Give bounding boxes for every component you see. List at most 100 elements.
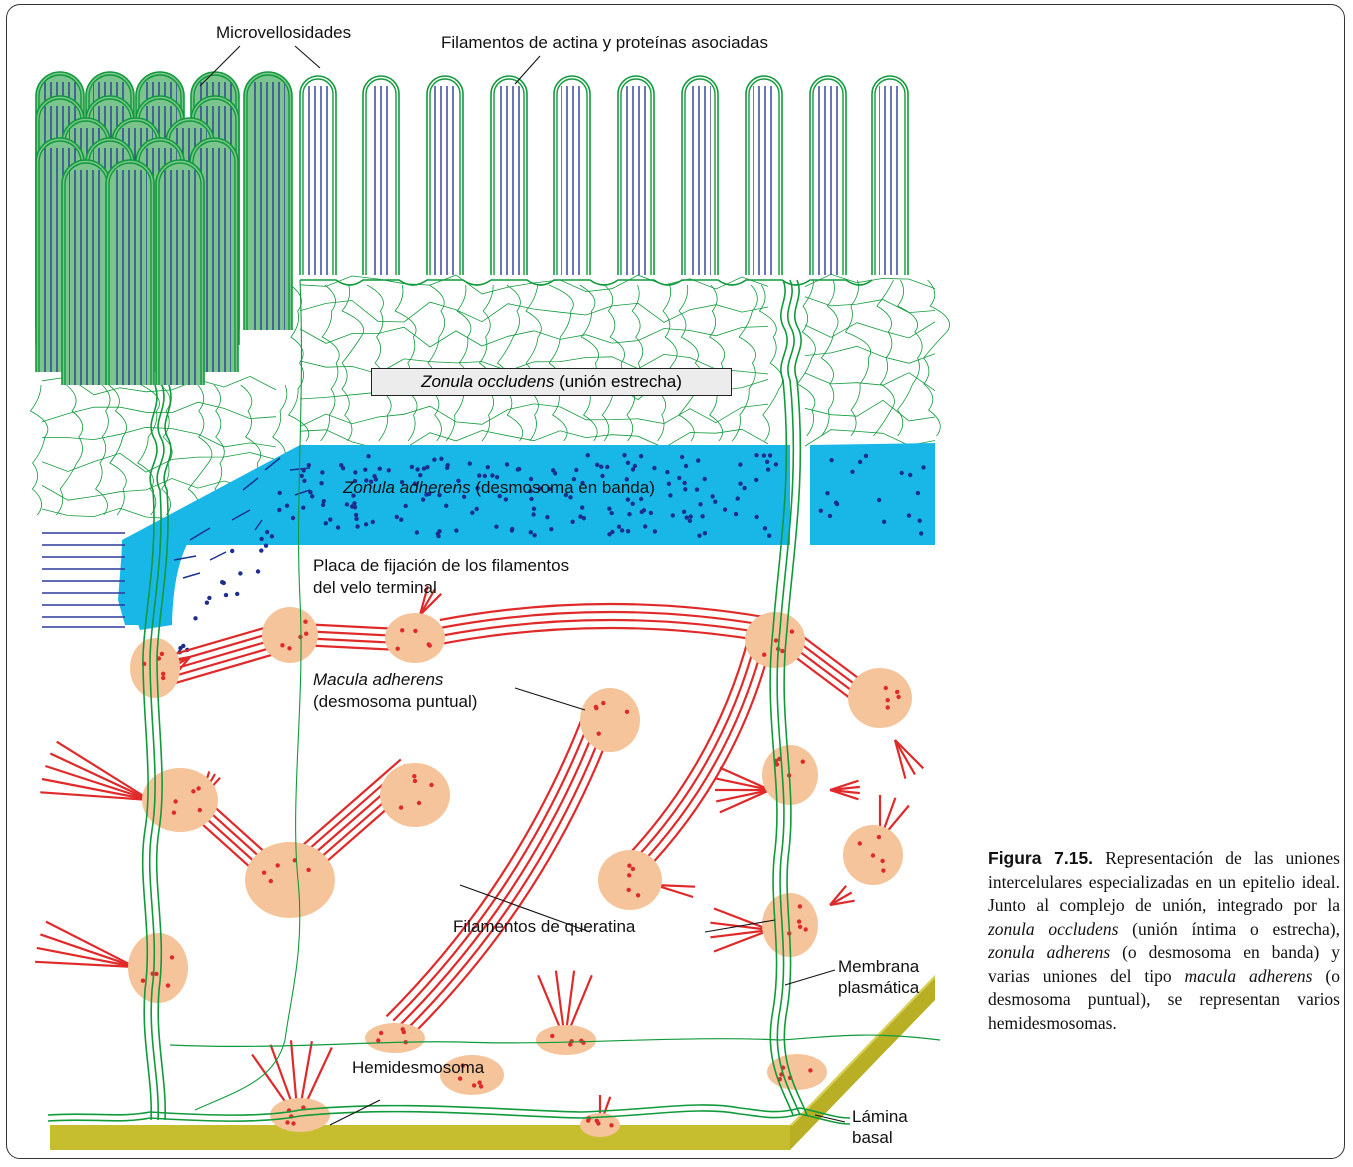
- adherens-dot: [371, 520, 375, 524]
- adherens-dot: [220, 580, 224, 584]
- adherens-dot: [529, 530, 533, 534]
- adherens-dot: [307, 463, 311, 467]
- adherens-dot: [652, 466, 656, 470]
- adherens-dot: [532, 533, 536, 537]
- adherens-dot: [736, 496, 740, 500]
- plaque-dot: [594, 706, 598, 710]
- adherens-dot: [742, 486, 746, 490]
- adherens-dot: [436, 534, 440, 538]
- mesh-strand: [300, 301, 768, 323]
- adherens-dot: [301, 506, 305, 510]
- adherens-dot: [698, 502, 702, 506]
- plaque-dot: [579, 1039, 583, 1043]
- adherens-dot: [574, 468, 578, 472]
- plaque-dot: [285, 1120, 289, 1124]
- keratin-filament: [407, 719, 607, 1029]
- plaque-dot: [417, 801, 421, 805]
- keratin-filament: [46, 922, 135, 967]
- keratin-filament: [393, 711, 593, 1021]
- adherens-dot: [310, 494, 314, 498]
- adherens-dot: [399, 518, 403, 522]
- plaque-dot: [762, 653, 766, 657]
- label-macula-desc: (desmosoma puntual): [313, 692, 477, 712]
- adherens-dot: [864, 454, 868, 458]
- adherens-dot: [605, 465, 609, 469]
- plaque-dot: [801, 760, 805, 764]
- plasma-membranes: [48, 280, 940, 1124]
- adherens-dot: [710, 494, 714, 498]
- adherens-dot: [671, 513, 675, 517]
- label-queratina: Filamentos de queratina: [453, 917, 635, 937]
- adherens-dot: [415, 467, 419, 471]
- actin-core: [689, 86, 711, 275]
- adherens-dot: [858, 460, 862, 464]
- adherens-dot: [723, 507, 727, 511]
- actin-core: [561, 86, 583, 275]
- adherens-dot: [626, 497, 630, 501]
- desmosome-plaques: [128, 607, 912, 1137]
- plaque-dot: [895, 690, 899, 694]
- microvilli-left-cell: [36, 72, 292, 385]
- adherens-dot: [754, 478, 758, 482]
- actin-core: [370, 86, 392, 275]
- adherens-dot: [324, 521, 328, 525]
- adherens-dot: [285, 504, 289, 508]
- adherens-dot: [689, 514, 693, 518]
- adherens-dot: [395, 515, 399, 519]
- plaque-dot: [198, 808, 202, 812]
- plaque-dot: [303, 620, 307, 624]
- actin-core: [69, 170, 103, 385]
- adherens-dot: [278, 491, 282, 495]
- adherens-dot: [291, 516, 295, 520]
- desmosome-plaque: [245, 842, 335, 918]
- adherens-dot: [470, 511, 474, 515]
- adherens-dot: [224, 593, 228, 597]
- mesh-strand: [300, 404, 768, 427]
- adherens-dot: [354, 513, 358, 517]
- adherens-dot: [627, 512, 631, 516]
- adherens-dot: [819, 509, 823, 513]
- plaque-dot: [790, 629, 794, 633]
- adherens-dot: [633, 464, 637, 468]
- plaque-dot: [896, 695, 900, 699]
- mesh-strand: [428, 285, 445, 441]
- label-membrana-line2: plasmática: [838, 978, 919, 998]
- plaque-dot: [291, 1121, 295, 1125]
- actin-bundle-left: [42, 533, 125, 627]
- zonula-adherens-desc: (desmosoma en banda): [471, 478, 655, 497]
- adherens-dot: [626, 461, 630, 465]
- adherens-dot: [439, 457, 443, 461]
- adherens-dot: [336, 525, 340, 529]
- plaque-dot: [595, 1119, 599, 1123]
- plaque-dot: [886, 698, 890, 702]
- plaque-dot: [161, 672, 165, 676]
- zonula-adherens-band: [118, 443, 935, 654]
- zonula-occludens-term: Zonula occludens: [421, 372, 554, 391]
- adherens-dot: [685, 515, 689, 519]
- adherens-dot: [545, 515, 549, 519]
- desmosome-plaque: [536, 1025, 596, 1055]
- adherens-dot: [668, 493, 672, 497]
- plaque-dot: [298, 635, 302, 639]
- adherens-dot: [767, 534, 771, 538]
- adherens-dot: [494, 525, 498, 529]
- plaque-dot: [161, 676, 165, 680]
- plaque-dot: [479, 1084, 483, 1088]
- adherens-dot: [908, 473, 912, 477]
- plaque-dot: [877, 835, 881, 839]
- adherens-dot: [444, 504, 448, 508]
- adherens-dot: [622, 453, 626, 457]
- adherens-dot: [410, 465, 414, 469]
- keratin-filament: [720, 790, 770, 812]
- label-lamina-line2: basal: [852, 1128, 893, 1148]
- adherens-dot: [321, 503, 325, 507]
- adherens-dot: [900, 471, 904, 475]
- adherens-dot: [421, 497, 425, 501]
- desmosome-plaque: [270, 1098, 330, 1132]
- keratin-filament: [400, 715, 600, 1025]
- adherens-dot: [205, 601, 209, 605]
- adherens-dot: [319, 481, 323, 485]
- plaque-dot: [627, 864, 631, 868]
- mesh-strand: [300, 326, 768, 347]
- mesh-strand: [710, 285, 725, 441]
